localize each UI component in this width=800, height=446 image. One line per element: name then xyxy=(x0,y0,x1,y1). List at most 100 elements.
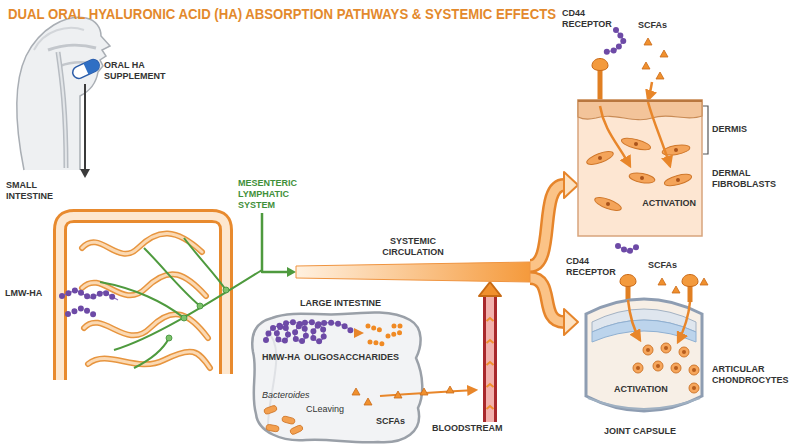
skin-section xyxy=(578,100,702,120)
scfa-triangles xyxy=(672,286,680,293)
arrow-head xyxy=(479,282,501,296)
label-text: LMW-HA xyxy=(5,288,42,299)
joint-receptors xyxy=(682,275,698,287)
joint-section xyxy=(633,363,643,373)
label-text: SCFAs xyxy=(376,416,405,427)
arrow-head xyxy=(564,172,578,198)
flow-chevron xyxy=(487,318,494,321)
large-intestine-shape xyxy=(368,326,380,330)
skin-section xyxy=(585,149,614,167)
joint-panel: ACTIVATION xyxy=(578,292,710,420)
flow-chevron xyxy=(487,340,494,343)
connector-line xyxy=(84,84,86,169)
skin-section xyxy=(620,136,651,152)
small-intestine-shape xyxy=(197,303,203,309)
connector-line xyxy=(530,185,564,266)
small-intestine-shape xyxy=(166,287,229,341)
label-anchor: CD44 RECEPTOR xyxy=(566,256,624,278)
skin-section xyxy=(634,142,638,146)
small-intestine-shape xyxy=(100,282,184,318)
small-intestine-shape xyxy=(62,290,118,300)
small-intestine-shape xyxy=(184,238,226,290)
skin-receptor xyxy=(606,30,624,52)
small-intestine-shape xyxy=(62,290,118,300)
small-intestine-shape xyxy=(60,216,226,380)
small-intestine-shape xyxy=(100,238,262,368)
node-text: ORAL HA SUPPLEMENT xyxy=(104,60,172,82)
joint-section xyxy=(656,364,660,368)
large-intestine-shape xyxy=(281,416,295,425)
scfa-triangles xyxy=(658,278,666,285)
label-text: CLeaving xyxy=(306,404,344,415)
node-text: ACTIVATION xyxy=(612,384,670,395)
supplement-pill xyxy=(71,58,101,81)
small-intestine-shape xyxy=(166,335,172,341)
head-section xyxy=(58,52,66,168)
circulation-arrow xyxy=(530,172,578,266)
title-anchor: DUAL ORAL HYALURONIC ACID (HA) ABSORPTIO… xyxy=(8,5,591,23)
label-text: OLIGOSACCHARIDES xyxy=(304,352,399,363)
label-anchor: HMW-HA xyxy=(262,352,300,363)
skin-section xyxy=(593,195,622,213)
connector-line xyxy=(530,278,564,322)
large-intestine-shape xyxy=(266,424,280,432)
bloodstream-box: BLOODSTREAM xyxy=(430,422,505,436)
head-section xyxy=(17,17,110,170)
skin-section xyxy=(628,171,655,184)
label-anchor: SCFAs xyxy=(648,260,677,271)
small-intestine-shape xyxy=(84,314,208,338)
joint-section xyxy=(682,350,686,354)
large-intestine-shape xyxy=(354,332,362,334)
joint-section xyxy=(636,366,640,370)
diagram-title: DUAL ORAL HYALURONIC ACID (HA) ABSORPTIO… xyxy=(8,5,556,23)
large-intestine-shape xyxy=(266,322,352,341)
skin-section xyxy=(676,178,680,182)
skin-section xyxy=(600,106,630,166)
label-text: SCFAs xyxy=(648,260,677,271)
joint-section xyxy=(692,386,696,390)
skin-section xyxy=(606,202,610,206)
small-intestine-shape xyxy=(82,233,210,368)
label-text: DERMIS xyxy=(712,124,747,135)
label-anchor: OLIGOSACCHARIDES xyxy=(304,352,399,363)
label-anchor: SCFAs xyxy=(638,20,667,31)
joint-section xyxy=(628,300,640,340)
small-intestine-shape xyxy=(82,233,202,253)
large-intestine-shape xyxy=(394,324,406,329)
joint-receptors xyxy=(618,246,638,252)
small-intestine-shape xyxy=(68,308,96,316)
label-text: SCFAs xyxy=(638,20,667,31)
lymph-connector xyxy=(262,213,296,277)
arrow-head xyxy=(287,267,296,277)
circulation-arrow xyxy=(530,278,578,335)
label-anchor: LMW-HA xyxy=(5,288,42,299)
scfa-triangles xyxy=(644,38,652,45)
label-anchor: CD44 RECEPTOR xyxy=(562,8,620,30)
skin-panel: ACTIVATION xyxy=(578,100,702,236)
joint-section xyxy=(586,299,702,411)
supplement-box: ORAL HA SUPPLEMENT xyxy=(70,58,174,84)
large-intestine-shape xyxy=(368,326,406,344)
circulation-box: SYSTEMIC CIRCULATION xyxy=(296,236,530,282)
small-intestine-shape xyxy=(82,233,202,253)
skin-section xyxy=(674,148,678,152)
small-intestine-shape xyxy=(114,270,262,350)
large-intestine-shape xyxy=(370,342,384,344)
label-text: ARTICULAR CHONDROCYTES xyxy=(712,364,796,386)
supplement-pill xyxy=(71,58,101,81)
lymphatic-box: MESENTERIC LYMPHATIC SYSTEM xyxy=(238,178,304,213)
skin-receptor xyxy=(592,59,608,71)
joint-section xyxy=(664,346,668,350)
circulation-band xyxy=(296,262,530,282)
joint-section xyxy=(671,363,681,373)
skin-receptor xyxy=(592,30,624,104)
small-intestine-shape xyxy=(4,178,254,384)
label-anchor: ARTICULAR CHONDROCYTES xyxy=(712,364,796,386)
label-text: CD44 RECEPTOR xyxy=(566,256,624,278)
small-intestine-region: SMALL INTESTINE xyxy=(4,178,254,384)
small-intestine-shape xyxy=(84,314,208,338)
intake-arrow xyxy=(80,84,90,178)
skin-receptor xyxy=(606,30,624,52)
large-intestine-shape xyxy=(263,405,277,415)
large-intestine-shape xyxy=(388,332,402,336)
